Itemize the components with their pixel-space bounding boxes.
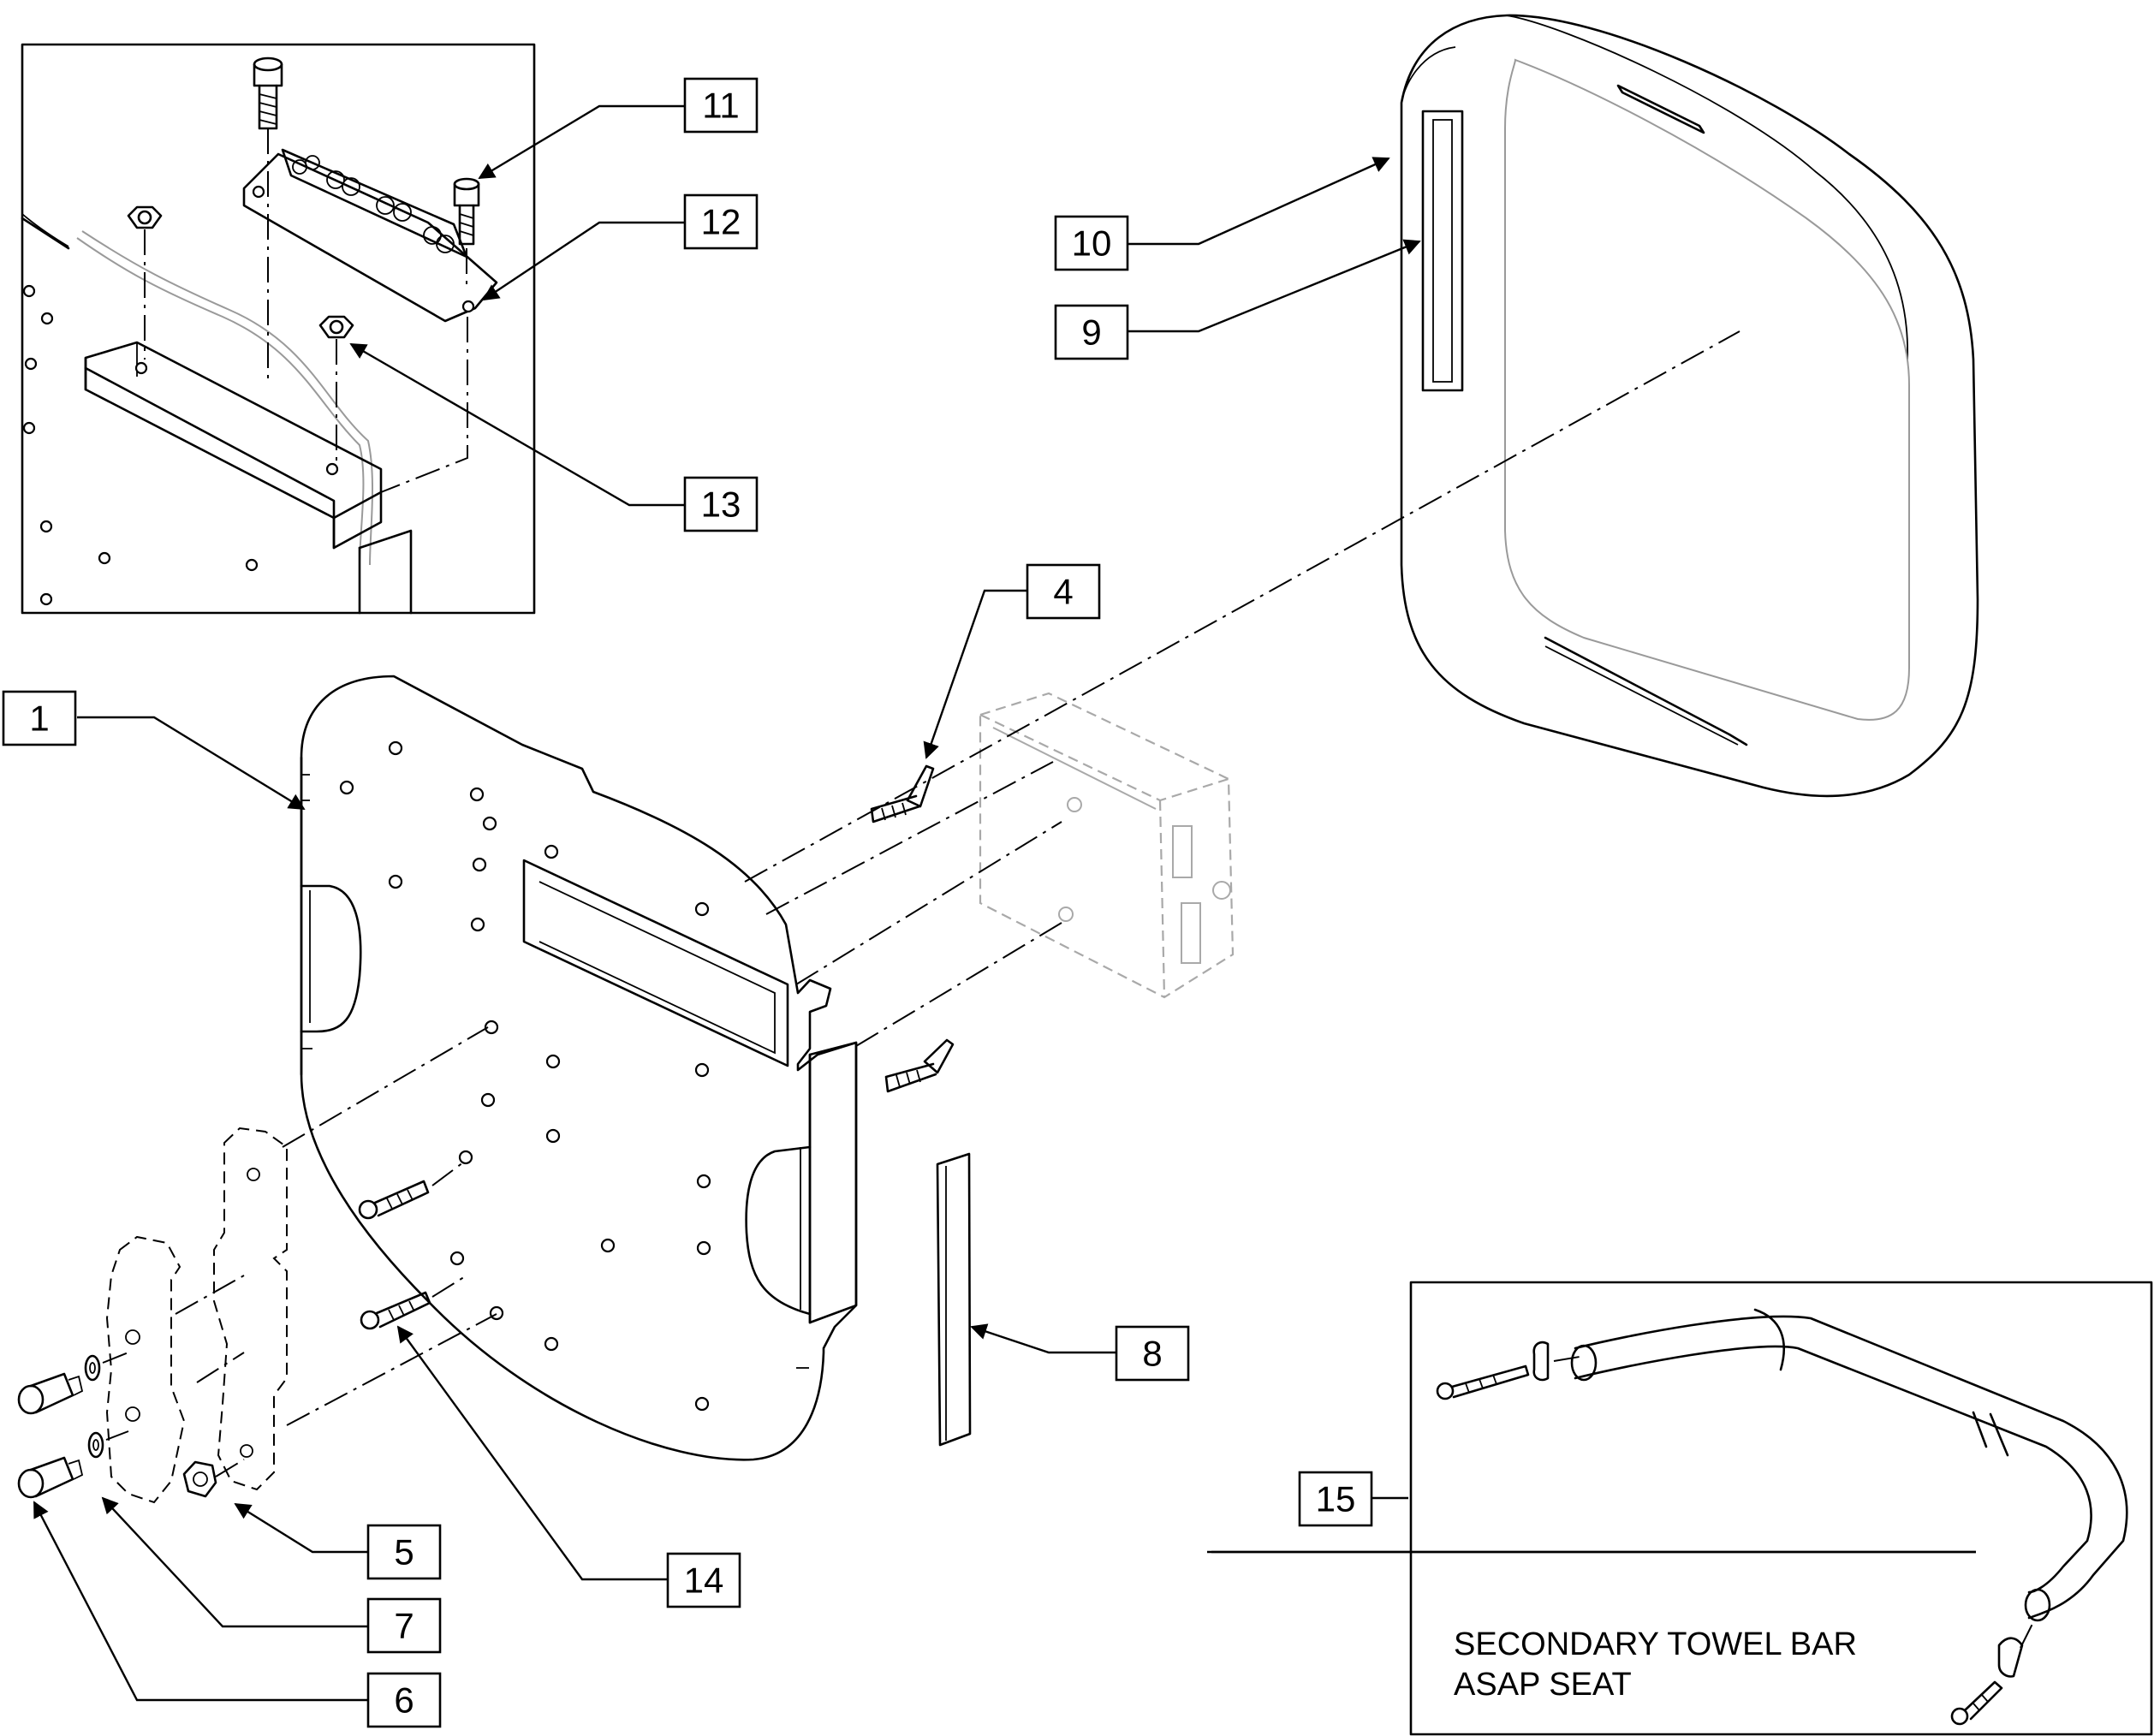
svg-text:10: 10 <box>1072 223 1112 264</box>
callout-5: 5 <box>366 1524 442 1580</box>
callout-4: 4 <box>1026 563 1101 620</box>
svg-text:8: 8 <box>1142 1334 1162 1374</box>
callout-8: 8 <box>1115 1325 1190 1382</box>
plate-hole <box>24 357 38 371</box>
towel-bar-detail-inset <box>1409 1281 2153 1736</box>
plate-hole <box>245 558 259 572</box>
nut-icon <box>127 205 163 229</box>
mount-brackets-ghost <box>105 1127 288 1504</box>
assembly-axis <box>744 330 1740 883</box>
cap-screw-icon <box>17 1372 84 1415</box>
svg-text:12: 12 <box>701 202 741 242</box>
screw-icon <box>1436 1364 1530 1400</box>
svg-text:4: 4 <box>1053 572 1073 612</box>
plate-hole <box>98 551 111 565</box>
detail-note-line2: ASAP SEAT <box>1454 1667 1632 1703</box>
top-bolt-icon <box>253 56 283 130</box>
svg-text:11: 11 <box>702 86 740 126</box>
plate-hole <box>40 312 54 325</box>
screw-icon <box>1950 1680 2003 1726</box>
callout-10: 10 <box>1054 215 1129 271</box>
plate-hole <box>22 421 36 435</box>
leader-lines <box>33 104 1976 1702</box>
callout-15: 15 <box>1298 1471 1373 1527</box>
callout-14: 14 <box>666 1552 741 1608</box>
svg-text:5: 5 <box>394 1532 414 1573</box>
callout-11: 11 <box>683 77 759 134</box>
svg-text:7: 7 <box>394 1606 414 1646</box>
washer-icon <box>84 1354 101 1382</box>
flat-head-screw-icon <box>884 1038 955 1093</box>
plate-hole <box>39 592 53 606</box>
plate-hole <box>22 284 36 298</box>
svg-text:1: 1 <box>29 699 49 739</box>
detail-note-line1: SECONDARY TOWEL BAR <box>1454 1626 1857 1662</box>
back-cover <box>1400 14 1979 798</box>
svg-text:9: 9 <box>1081 312 1101 353</box>
flat-head-screw-icon <box>870 764 935 823</box>
plate-hole <box>39 520 53 533</box>
velcro-strip <box>1421 110 1464 392</box>
callout-13: 13 <box>683 476 759 532</box>
velcro-strip-8 <box>936 1152 972 1447</box>
cap-screw-icon <box>17 1456 84 1499</box>
svg-text:15: 15 <box>1316 1479 1356 1519</box>
detail-frame <box>21 43 536 615</box>
callout-1: 1 <box>2 690 77 746</box>
callout-7: 7 <box>366 1597 442 1654</box>
back-plate <box>300 675 858 1461</box>
callout-12: 12 <box>683 193 759 250</box>
cable <box>76 237 365 566</box>
connector-detail-inset <box>21 43 536 615</box>
nut-icon <box>318 315 354 339</box>
callout-6: 6 <box>366 1672 442 1728</box>
svg-text:6: 6 <box>394 1680 414 1721</box>
svg-text:14: 14 <box>684 1561 724 1601</box>
callout-9: 9 <box>1054 304 1129 360</box>
detail-frame <box>1409 1281 2153 1736</box>
svg-text:13: 13 <box>701 485 741 525</box>
controller-module-ghost <box>979 692 1235 999</box>
nut-icon <box>182 1460 217 1498</box>
washer-icon <box>87 1431 104 1459</box>
screw-icon <box>360 1291 431 1330</box>
screw-icon <box>453 177 480 246</box>
screw-icon <box>358 1180 430 1220</box>
